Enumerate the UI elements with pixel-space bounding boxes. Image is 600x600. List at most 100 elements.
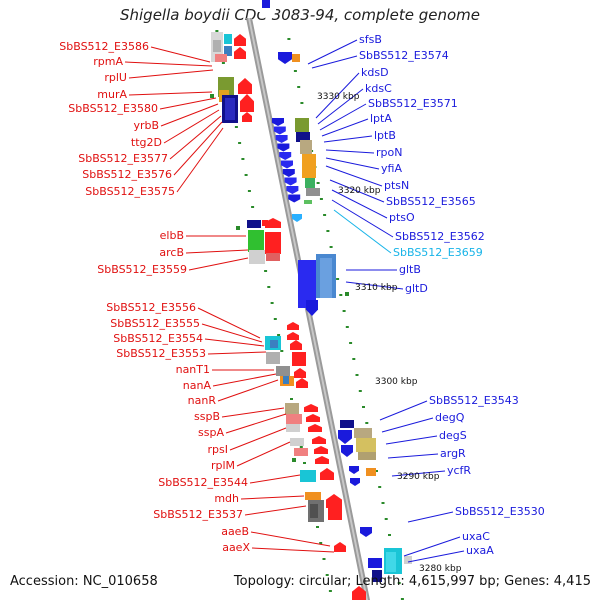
- gene-label-left[interactable]: SbBS512_E3544: [158, 476, 248, 489]
- gene-block: [248, 230, 264, 252]
- gene-label-right[interactable]: uxaC: [462, 530, 490, 543]
- gene-label-left[interactable]: nanT1: [176, 363, 210, 376]
- gene-label-right[interactable]: kdsD: [361, 66, 389, 79]
- gene-label-right[interactable]: gltB: [399, 263, 421, 276]
- gene-label-right[interactable]: sfsB: [359, 33, 382, 46]
- gene-label-right[interactable]: SbBS512_E3530: [455, 505, 545, 518]
- gene-arrow: [290, 340, 302, 350]
- gene-label-left[interactable]: SbBS512_E3576: [82, 168, 172, 181]
- gene-label-right[interactable]: degQ: [435, 411, 465, 424]
- gene-label-left[interactable]: sspB: [194, 410, 220, 423]
- gene-label-left[interactable]: SbBS512_E3575: [85, 185, 175, 198]
- gene-label-left[interactable]: yrbB: [133, 119, 159, 132]
- gene-arrow: [265, 218, 281, 228]
- gene-block: [404, 556, 412, 564]
- gene-block: [300, 470, 316, 482]
- scale-label-3280: 3280 kbp: [419, 564, 462, 574]
- scale-label-3330: 3330 kbp: [317, 92, 360, 102]
- gene-arrow: [314, 446, 328, 454]
- leader-line: [240, 495, 305, 500]
- gene-label-right[interactable]: SbBS512_E3574: [359, 49, 449, 62]
- gene-arrow: [238, 78, 252, 94]
- gene-label-left[interactable]: arcB: [159, 246, 184, 259]
- gene-label-left[interactable]: rpmA: [93, 55, 123, 68]
- gene-label-left[interactable]: nanR: [188, 394, 217, 407]
- gene-block: [295, 118, 309, 132]
- gene-block: [292, 54, 300, 62]
- gene-arrow: [240, 94, 254, 112]
- gene-block: [368, 558, 382, 568]
- leader-line: [201, 323, 263, 343]
- gene-label-right[interactable]: SbBS512_E3562: [395, 230, 485, 243]
- gene-label-right[interactable]: lptA: [370, 112, 392, 125]
- leader-line: [379, 400, 428, 421]
- gene-block: [266, 352, 280, 364]
- track-dash: [221, 62, 225, 64]
- gene-label-left[interactable]: SbBS512_E3586: [59, 40, 149, 53]
- track-dash: [251, 206, 255, 208]
- leader-line: [321, 118, 369, 137]
- gene-label-right[interactable]: degS: [439, 429, 467, 442]
- gene-label-left[interactable]: mdh: [214, 492, 239, 505]
- gene-label-right[interactable]: SbBS512_E3571: [368, 97, 458, 110]
- gene-label-left[interactable]: rplM: [211, 459, 235, 472]
- track-dash: [329, 246, 333, 248]
- gene-label-right[interactable]: ycfR: [447, 464, 471, 477]
- gene-arrow: [350, 478, 360, 486]
- gene-arrow: [349, 466, 359, 474]
- track-dash: [300, 102, 304, 104]
- gene-label-left[interactable]: aaeX: [222, 541, 250, 554]
- track-dash: [323, 214, 327, 216]
- gene-label-left[interactable]: SbBS512_E3554: [113, 332, 203, 345]
- gene-block: [224, 34, 232, 44]
- gene-label-left[interactable]: elbB: [160, 229, 184, 242]
- gene-label-left[interactable]: rpsI: [208, 443, 228, 456]
- gene-block: [283, 376, 289, 384]
- gene-label-left[interactable]: rplU: [104, 71, 127, 84]
- gene-label-right[interactable]: rpoN: [376, 146, 402, 159]
- gene-label-right[interactable]: yfiA: [381, 162, 402, 175]
- gene-block: [225, 98, 235, 120]
- gene-label-right[interactable]: argR: [440, 447, 466, 460]
- leader-line: [188, 257, 249, 271]
- gene-label-left[interactable]: SbBS512_E3580: [68, 102, 158, 115]
- gene-block: [302, 154, 316, 178]
- gene-label-right[interactable]: ptsO: [389, 211, 415, 224]
- gene-arrow: [279, 152, 292, 160]
- gene-label-left[interactable]: SbBS512_E3555: [110, 317, 200, 330]
- gene-label-left[interactable]: SbBS512_E3537: [153, 508, 243, 521]
- gene-label-left[interactable]: ttg2D: [131, 136, 162, 149]
- leader-line: [315, 72, 360, 119]
- gene-label-right[interactable]: ptsN: [384, 179, 409, 192]
- label-leader-lines: [124, 39, 465, 563]
- track-dash: [299, 446, 303, 448]
- gene-label-right[interactable]: SbBS512_E3565: [386, 195, 476, 208]
- track-dash: [352, 358, 356, 360]
- gene-label-right[interactable]: lptB: [374, 129, 396, 142]
- track-dash: [342, 310, 346, 312]
- track-dash: [322, 558, 326, 560]
- track-dash: [355, 374, 359, 376]
- gene-label-right-highlight[interactable]: SbBS512_E3659: [393, 246, 483, 259]
- gene-label-right[interactable]: kdsC: [365, 82, 392, 95]
- gene-label-right[interactable]: gltD: [405, 282, 428, 295]
- leader-line: [212, 373, 277, 387]
- gene-label-left[interactable]: SbBS512_E3559: [97, 263, 187, 276]
- gene-label-left[interactable]: SbBS512_E3553: [116, 347, 206, 360]
- gene-label-left[interactable]: SbBS512_E3556: [106, 301, 196, 314]
- gene-block: [290, 438, 304, 446]
- track-dash: [325, 574, 329, 576]
- track-dash: [234, 126, 238, 128]
- gene-label-left[interactable]: nanA: [183, 379, 212, 392]
- gene-block: [294, 448, 308, 456]
- gene-label-right[interactable]: uxaA: [466, 544, 494, 557]
- gene-label-left[interactable]: sspA: [198, 426, 224, 439]
- track-dash: [290, 398, 293, 400]
- leader-line: [185, 249, 249, 254]
- gene-label-left[interactable]: aaeB: [221, 525, 249, 538]
- gene-label-left[interactable]: murA: [97, 88, 127, 101]
- gene-label-left[interactable]: SbBS512_E3577: [78, 152, 168, 165]
- gene-arrow: [242, 112, 252, 122]
- gene-label-right[interactable]: SbBS512_E3543: [429, 394, 519, 407]
